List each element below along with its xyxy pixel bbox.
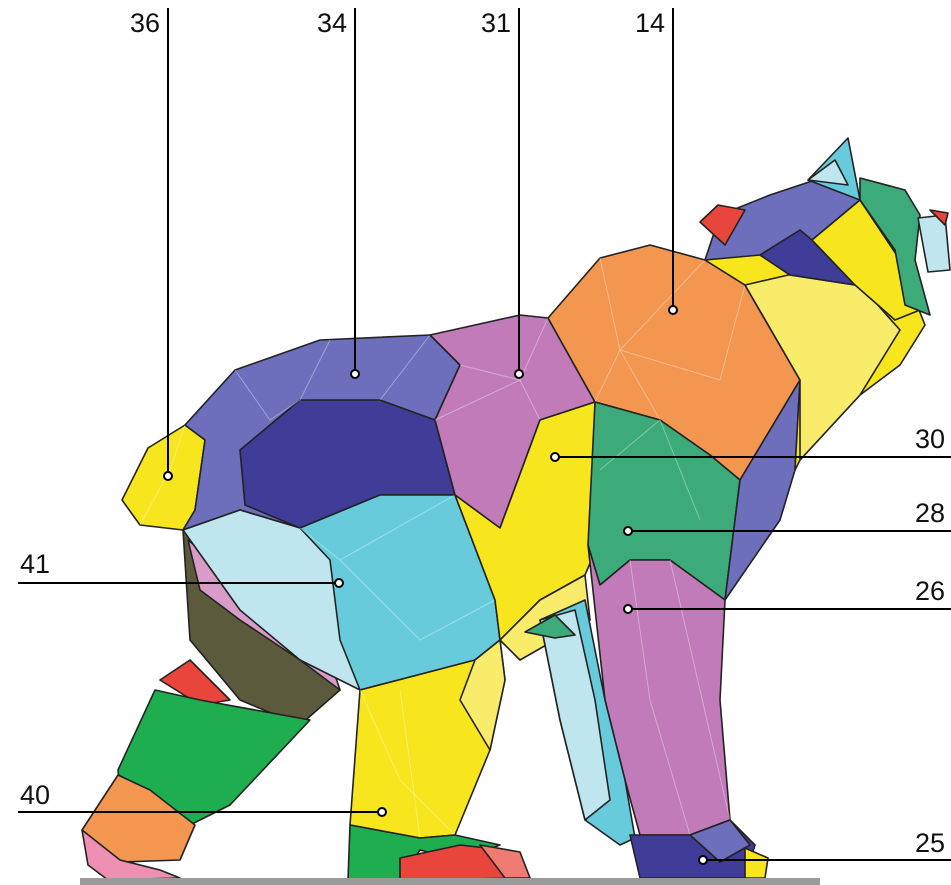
callout-36: 36 xyxy=(130,8,172,480)
callout-31-dot xyxy=(515,370,523,378)
callout-25-dot xyxy=(699,856,707,864)
callout-34-dot xyxy=(351,370,359,378)
label-25: 25 xyxy=(915,828,945,858)
label-40: 40 xyxy=(20,780,50,810)
label-30: 30 xyxy=(915,424,945,454)
callout-34: 34 xyxy=(317,8,359,378)
label-31: 31 xyxy=(481,8,511,38)
label-34: 34 xyxy=(317,8,347,38)
callout-40-dot xyxy=(378,808,386,816)
front-paw-yellow-part xyxy=(745,848,768,878)
callout-28-dot xyxy=(624,527,632,535)
bear-figure xyxy=(82,138,950,880)
callout-30-dot xyxy=(551,453,559,461)
label-41: 41 xyxy=(20,549,50,579)
callout-41-dot xyxy=(335,579,343,587)
callout-14-dot xyxy=(669,306,677,314)
callout-26-dot xyxy=(624,605,632,613)
callout-36-dot xyxy=(164,472,172,480)
label-26: 26 xyxy=(915,576,945,606)
label-36: 36 xyxy=(130,8,160,38)
label-14: 14 xyxy=(635,8,665,38)
ground-line xyxy=(80,878,820,885)
label-28: 28 xyxy=(915,498,945,528)
